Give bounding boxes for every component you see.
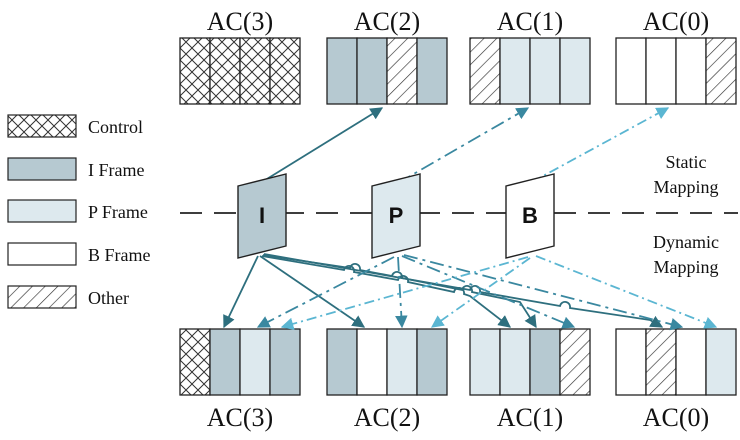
bottom-queue-cell-i (529, 328, 561, 396)
frame-b-shape (505, 173, 555, 259)
dynamic-arrow-i-to-ac3 (223, 255, 259, 329)
static-arrow-p-to-ac1 (397, 107, 530, 184)
top-queue-label: AC(0) (643, 7, 709, 36)
legend-label-control: Control (88, 117, 143, 137)
legend-item-other: Other (7, 285, 129, 309)
top-queue-cell-p (499, 37, 531, 105)
static-mapping-line-2: Mapping (654, 177, 719, 197)
bottom-queue-cell-b (615, 328, 647, 396)
legend-swatch-other (7, 285, 77, 309)
top-queue-cell-control (209, 37, 241, 105)
top-queue-cell-p (529, 37, 561, 105)
top-queue-ac2: AC(2) (326, 7, 448, 105)
static-arrow-b-to-ac0 (531, 107, 670, 183)
dynamic-arrow-b-to-ac3 (280, 256, 529, 330)
dynamic-mapping-label: Dynamic Mapping (653, 232, 719, 277)
bottom-queue-label: AC(2) (354, 403, 420, 432)
static-mapping-label: Static Mapping (654, 152, 719, 197)
bottom-queue-cell-i (326, 328, 358, 396)
bottom-queue-cell-p (705, 328, 737, 396)
frame-b-label: B (522, 203, 538, 228)
legend-swatch-b-frame (7, 242, 77, 266)
top-queue-ac0: AC(0) (615, 7, 737, 105)
top-queue-cell-other (469, 37, 501, 105)
dynamic-arrow-p-to-ac3 (256, 256, 395, 328)
top-queue-cell-b (675, 37, 707, 105)
bottom-queue-label: AC(1) (497, 403, 563, 432)
top-queue-cell-i (326, 37, 358, 105)
bottom-queue-label: AC(0) (643, 403, 709, 432)
legend-label-b-frame: B Frame (88, 245, 151, 265)
legend-label-other: Other (88, 288, 129, 308)
static-mapping-line-1: Static (666, 152, 707, 172)
frame-p-label: P (389, 203, 404, 228)
frame-i-shape (237, 173, 287, 259)
bottom-queue-cell-i (269, 328, 301, 396)
frame-i: I (237, 173, 287, 259)
static-arrow-i-to-ac2 (261, 107, 384, 183)
bottom-queue-ac1: AC(1) (469, 328, 591, 432)
bottom-queue-cell-b (356, 328, 388, 396)
top-queue-label: AC(2) (354, 7, 420, 36)
dynamic-mapping-line-2: Mapping (654, 257, 719, 277)
bottom-queue-cell-control (179, 328, 211, 396)
bottom-queue-cell-b (675, 328, 707, 396)
legend-item-control: Control (7, 114, 143, 138)
top-queue-ac3: AC(3) (179, 7, 301, 105)
legend: Control I Frame P Frame B Frame Other (7, 114, 151, 309)
bottom-queue-cell-other (645, 328, 677, 396)
dynamic-mapping-line-1: Dynamic (653, 232, 719, 252)
dynamic-arrow-p-to-ac1 (401, 255, 576, 329)
top-queues: AC(3) AC(2) AC(1) AC(0) (179, 7, 737, 105)
bottom-queues: AC(3) AC(2) AC(1) AC(0) (179, 328, 737, 432)
dynamic-arrow-i-to-ac0 (263, 253, 664, 328)
legend-label-p-frame: P Frame (88, 202, 148, 222)
top-queue-cell-b (615, 37, 647, 105)
legend-label-i-frame: I Frame (88, 160, 144, 180)
bottom-queue-ac0: AC(0) (615, 328, 737, 432)
top-queue-cell-other (386, 37, 418, 105)
bottom-queue-cell-p (386, 328, 418, 396)
bottom-queue-cell-i (209, 328, 241, 396)
bottom-queue-ac3: AC(3) (179, 328, 301, 432)
frame-p: P (371, 173, 421, 259)
top-queue-label: AC(3) (207, 7, 273, 36)
bottom-queue-cell-p (469, 328, 501, 396)
legend-swatch-p-frame (7, 199, 77, 223)
legend-swatch-control (7, 114, 77, 138)
dynamic-arrow-p-to-ac2 (395, 256, 408, 329)
top-queue-cell-p (559, 37, 591, 105)
bottom-queue-label: AC(3) (207, 403, 273, 432)
bottom-queue-cell-p (239, 328, 271, 396)
top-queue-label: AC(1) (497, 7, 563, 36)
dynamic-arrow-b-to-ac0 (535, 255, 718, 329)
bottom-queue-cell-p (499, 328, 531, 396)
legend-item-b-frame: B Frame (7, 242, 151, 266)
top-queue-cell-control (239, 37, 271, 105)
static-mapping-arrows (261, 107, 670, 184)
top-queue-cell-i (416, 37, 448, 105)
legend-item-p-frame: P Frame (7, 199, 148, 223)
dynamic-arrow-i-to-ac2-a (259, 255, 366, 328)
dynamic-mapping-arrows (223, 253, 718, 331)
frame-b: B (505, 173, 555, 259)
top-queue-cell-b (645, 37, 677, 105)
bottom-queue-cell-other (559, 328, 591, 396)
bottom-queue-cell-i (416, 328, 448, 396)
top-queue-cell-control (269, 37, 301, 105)
top-queue-cell-i (356, 37, 388, 105)
frame-p-shape (371, 173, 421, 259)
legend-swatch-i-frame (7, 157, 77, 181)
dynamic-arrow-i-to-ac1 (262, 254, 537, 329)
top-queue-cell-control (179, 37, 211, 105)
frame-i-label: I (259, 203, 265, 228)
top-queue-ac1: AC(1) (469, 7, 591, 105)
legend-item-i-frame: I Frame (7, 157, 144, 181)
bottom-queue-ac2: AC(2) (326, 328, 448, 432)
top-queue-cell-other (705, 37, 737, 105)
dynamic-arrow-p-to-ac0 (403, 254, 684, 331)
